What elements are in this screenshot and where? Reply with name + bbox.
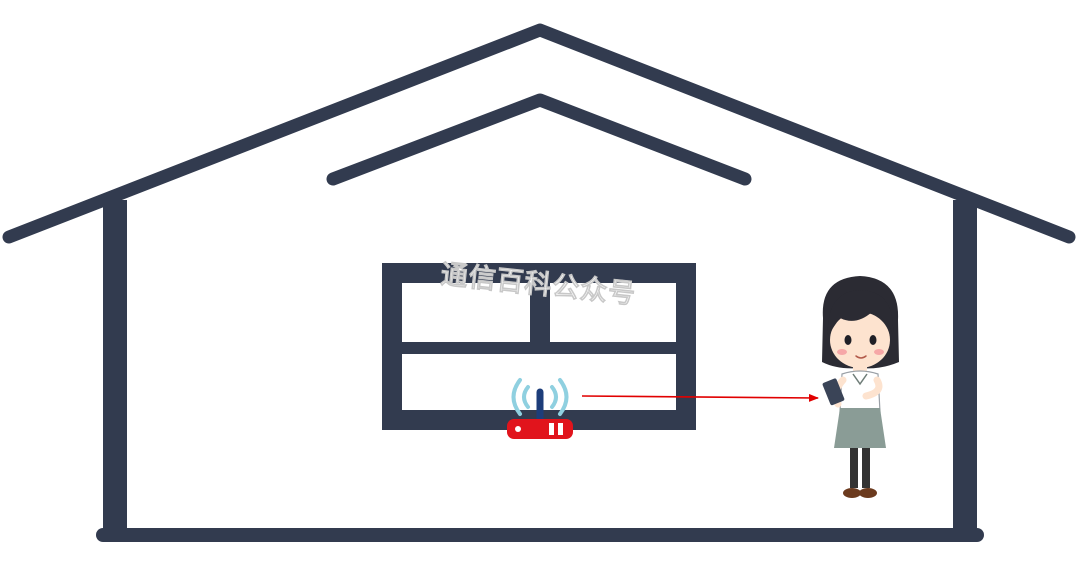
girl-with-phone-icon (822, 276, 899, 498)
signal-arrow (581, 393, 819, 402)
router-led (515, 426, 521, 432)
mouth (855, 355, 867, 359)
right-arm (862, 376, 883, 400)
router-body (507, 419, 573, 439)
left-cheek (837, 349, 847, 355)
house-outline (2, 23, 1076, 542)
collar (852, 373, 868, 386)
router-port-2 (558, 423, 563, 435)
outer-roof (2, 23, 1076, 244)
left-shoe (843, 488, 861, 498)
left-eye (844, 335, 852, 345)
right-eye (869, 335, 877, 345)
face (830, 312, 890, 368)
router-port-1 (549, 423, 554, 435)
wifi-waves-icon (511, 378, 569, 416)
right-shoe (859, 488, 877, 498)
left-sock (850, 448, 858, 488)
skirt (834, 408, 886, 448)
wifi-router-icon (507, 378, 573, 439)
right-sock (862, 448, 870, 488)
phone-icon (822, 378, 845, 406)
hair-bangs (827, 290, 894, 336)
shirt (839, 370, 881, 413)
inner-roof (326, 93, 752, 186)
right-cheek (874, 349, 884, 355)
